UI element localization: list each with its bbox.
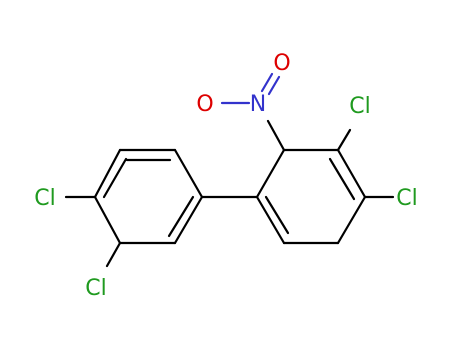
bond	[255, 148, 286, 199]
oxygen-label: O	[196, 92, 213, 117]
bond-n-o-top	[260, 72, 274, 93]
bond	[102, 157, 128, 199]
bond	[93, 148, 122, 199]
left-ring	[93, 148, 204, 245]
bond-n-o-top	[267, 75, 281, 96]
bond	[328, 157, 356, 201]
oxygen-label: O	[273, 51, 290, 76]
bond	[173, 148, 204, 199]
chlorine-label: Cl	[34, 186, 55, 211]
bond-c-cl	[336, 128, 352, 152]
bond	[173, 195, 204, 245]
bond	[93, 195, 122, 245]
bond	[167, 195, 195, 238]
chlorine-label: Cl	[396, 186, 417, 211]
bond	[336, 195, 367, 245]
bond-c-cl	[105, 241, 122, 268]
bond	[255, 195, 286, 245]
nitrogen-label: N	[250, 92, 266, 117]
chlorine-label: Cl	[85, 276, 106, 301]
right-ring	[255, 148, 367, 245]
bond	[264, 195, 290, 235]
chlorine-label: Cl	[349, 94, 370, 119]
bond-c-n	[266, 119, 286, 152]
bond	[336, 148, 367, 199]
